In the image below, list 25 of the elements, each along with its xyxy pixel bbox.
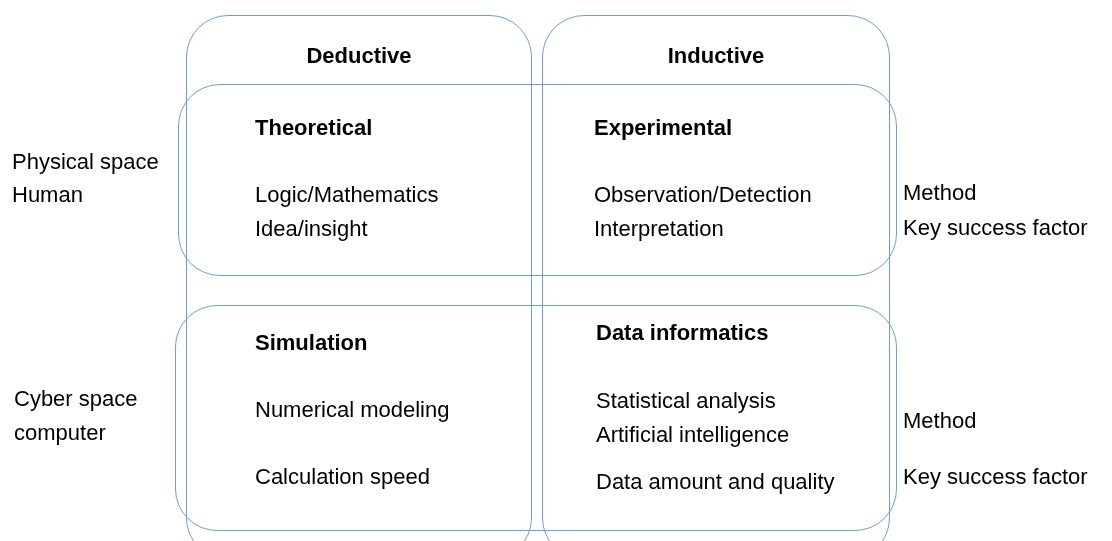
cell-heading: Theoretical [255, 116, 373, 140]
row-label: Human [12, 183, 83, 207]
cell-text: Interpretation [594, 217, 724, 241]
row-label: computer [14, 421, 106, 445]
cell-text: Artificial intelligence [596, 423, 790, 447]
side-label: Method [903, 409, 977, 433]
row-label: Physical space [12, 150, 159, 174]
row-panel [178, 84, 897, 276]
cell-text: Statistical analysis [596, 389, 776, 413]
cell-heading: Experimental [594, 116, 733, 140]
cell-text: Logic/Mathematics [255, 183, 439, 207]
cell-text: Idea/insight [255, 217, 368, 241]
cell-heading: Data informatics [596, 321, 769, 345]
side-label: Key success factor [903, 216, 1088, 240]
row-panel [175, 305, 897, 531]
row-label: Cyber space [14, 387, 138, 411]
side-label: Method [903, 181, 977, 205]
column-heading: Inductive [666, 44, 766, 68]
cell-text: Numerical modeling [255, 398, 450, 422]
cell-text: Data amount and quality [596, 470, 835, 494]
cell-heading: Simulation [255, 331, 368, 355]
column-heading: Deductive [305, 44, 413, 68]
side-label: Key success factor [903, 465, 1088, 489]
cell-text: Calculation speed [255, 465, 430, 489]
cell-text: Observation/Detection [594, 183, 812, 207]
